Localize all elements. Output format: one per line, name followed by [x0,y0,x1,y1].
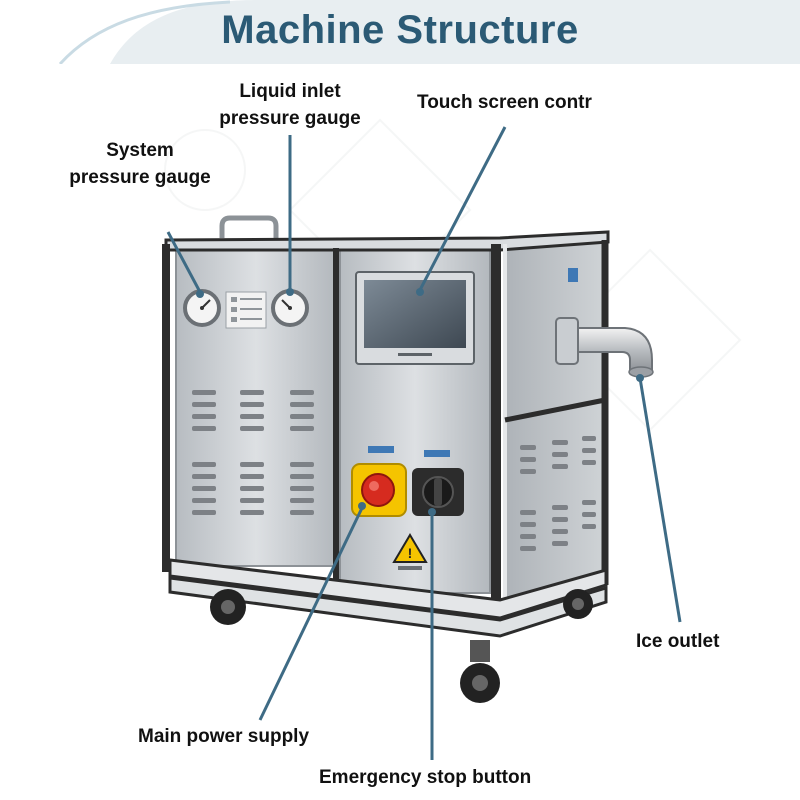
callout-lines [166,126,682,760]
page-title: Machine Structure [221,8,579,52]
label-system-gauge: System pressure gauge [55,137,225,191]
side-panel [504,238,606,607]
emergency-stop-icon [351,463,407,517]
touch-screen-icon [355,271,475,365]
ice-outlet-pipe-icon [555,268,654,378]
callout-ice-outlet [638,377,682,623]
header-band [0,0,800,64]
label-main-power: Main power supply [138,726,310,747]
vent-louvers-left [192,390,314,515]
callout-main-power [258,507,364,721]
label-estop: Emergency stop button [319,767,532,788]
svg-text:!: ! [408,545,413,561]
liquid-inlet-pressure-gauge-icon [271,289,309,327]
warning-triangle-icon: ! [392,533,428,570]
label-liquid-inlet-gauge: Liquid inlet pressure gauge [200,78,380,132]
callout-touch-screen [418,126,507,291]
callout-system-gauge [166,231,202,293]
header: Machine Structure [0,0,800,64]
vent-louvers-side [520,436,596,551]
label-liquid-inlet-line2: pressure gauge [219,108,361,129]
label-liquid-inlet-line1: Liquid inlet [239,81,341,102]
caster-wheel-icon [210,589,593,703]
top-handle [219,215,279,238]
label-system-line1: System [106,140,174,161]
label-ice-outlet: Ice outlet [636,631,720,652]
power-switch-icon [412,468,464,516]
label-system-line2: pressure gauge [69,167,211,188]
label-touch-screen: Touch screen contr [417,92,592,113]
